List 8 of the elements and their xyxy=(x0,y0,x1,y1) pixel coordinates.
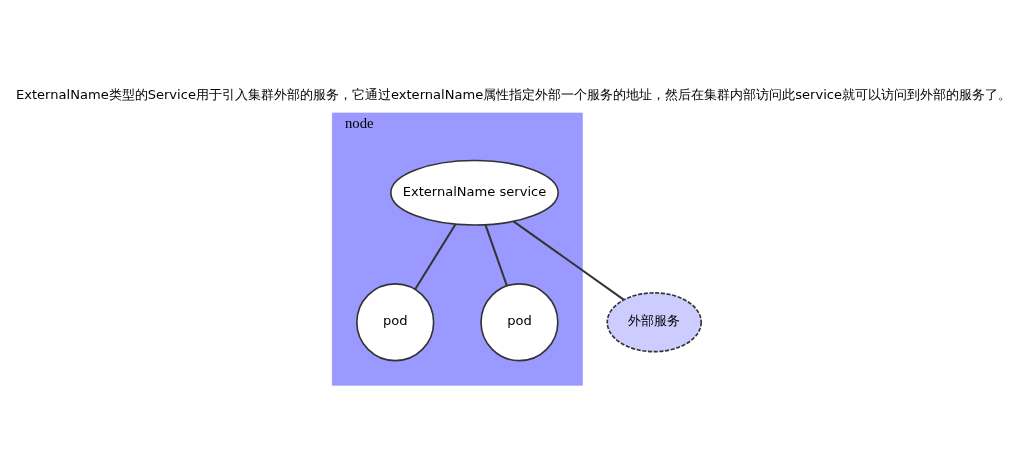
node-circle: pod xyxy=(355,282,434,361)
connector xyxy=(413,223,456,290)
node-ellipse: 外部服务 xyxy=(605,291,702,352)
caption: ExternalName类型的Service用于引入集群外部的服务，它通过externalName属性指定外部一个服务的地址，然后在集群内部访问此service就可以访问到外部的服务了。 xyxy=(15,86,1011,102)
connector xyxy=(512,219,624,300)
node-ellipse: ExternalName service xyxy=(389,159,559,226)
node-circle: pod xyxy=(479,282,559,361)
connector xyxy=(484,224,508,286)
